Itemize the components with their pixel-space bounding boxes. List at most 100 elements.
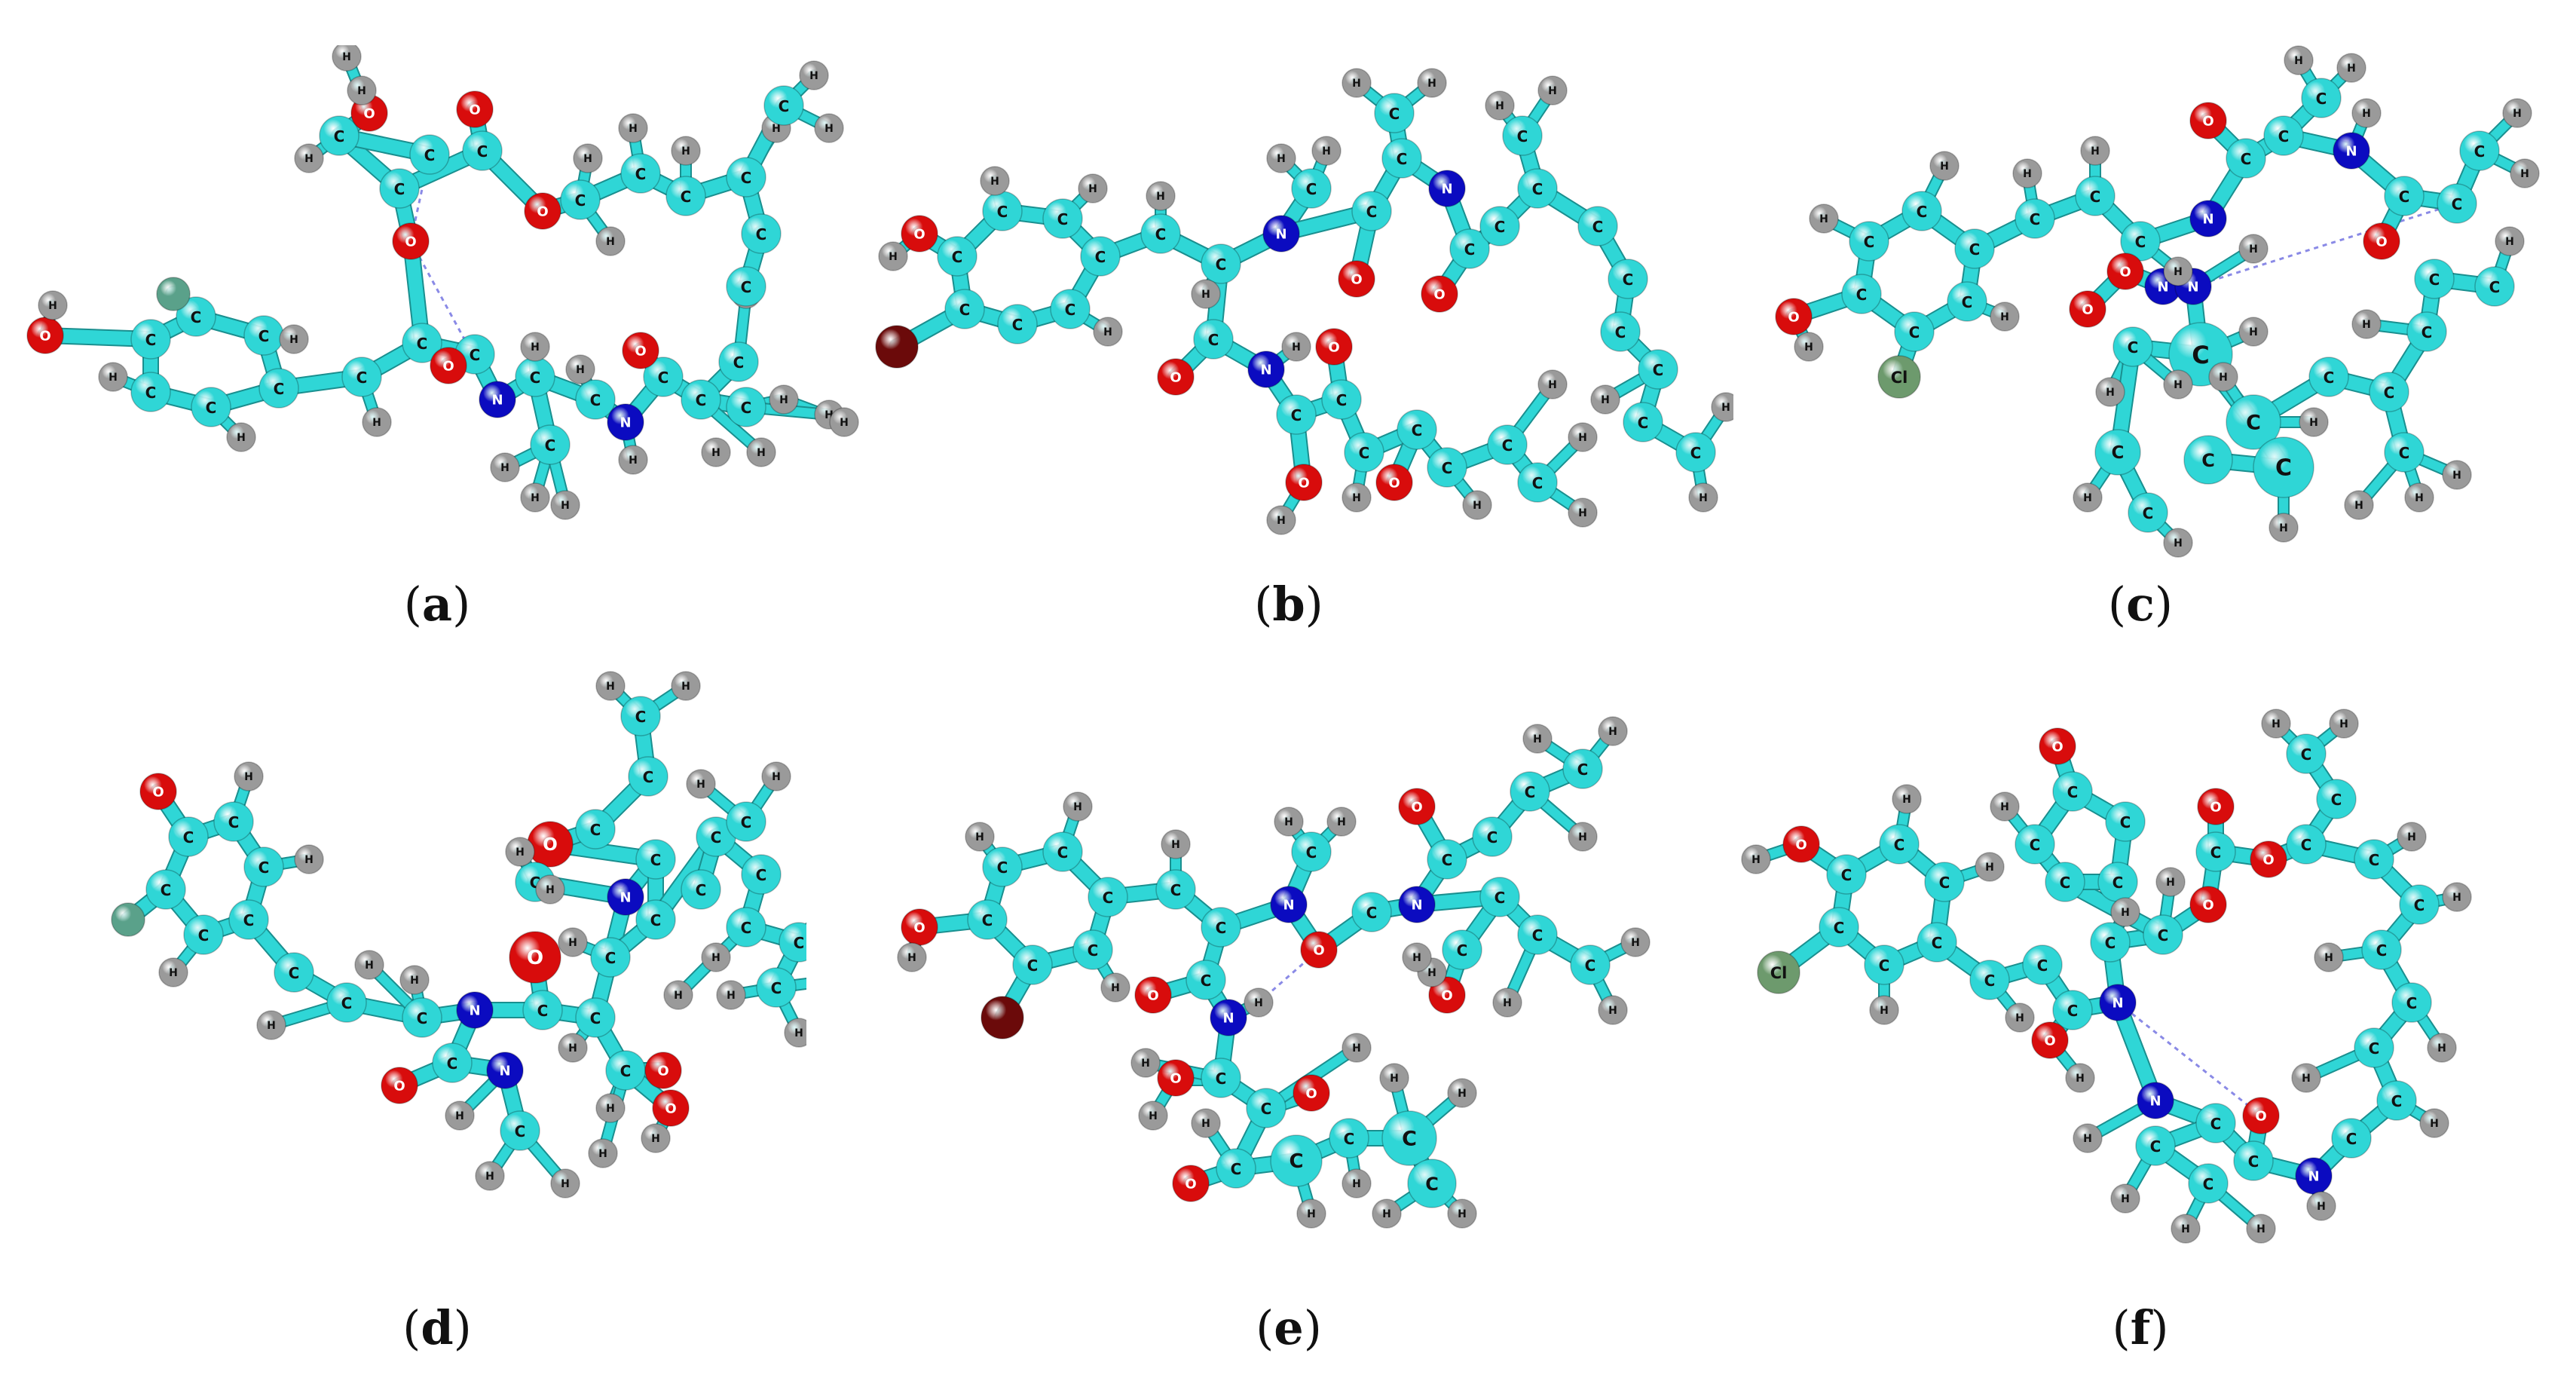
hydrogen-atom-label: H (1382, 1208, 1391, 1220)
oxygen-atom (509, 931, 561, 984)
hydrogen-atom-label: H (2407, 831, 2416, 843)
carbon-atom-label: C (635, 165, 647, 183)
carbon-atom-label: C (1289, 1150, 1303, 1173)
carbon-atom (2045, 862, 2085, 902)
carbon-atom (1201, 1058, 1241, 1098)
hydrogen-atom-label: H (48, 300, 57, 312)
nitrogen-atom (1398, 886, 1436, 923)
carbon-atom-label: C (1690, 444, 1702, 462)
carbon-atom (2015, 198, 2055, 239)
hydrogen-atom (671, 671, 701, 701)
hydrogen-atom-label: H (711, 447, 720, 459)
carbon-atom-label: C (1834, 919, 1845, 937)
hydrogen-atom (573, 143, 603, 173)
carbon-atom (2113, 326, 2153, 367)
hydrogen-atom (2510, 158, 2540, 188)
hydrogen-atom (1598, 995, 1628, 1025)
hydrogen-atom (2502, 98, 2532, 128)
oxygen-atom (644, 1052, 682, 1089)
carbon-atom-label: C (2150, 1137, 2161, 1156)
oxygen-atom (2039, 727, 2076, 765)
carbon-atom-label: C (2275, 455, 2292, 482)
carbon-atom-label: C (1027, 957, 1039, 975)
carbon-atom (575, 809, 616, 850)
caption-a-letter: a (421, 577, 453, 632)
oxygen-atom (430, 347, 467, 384)
carbon-atom (1826, 854, 1867, 895)
hydrogen-atom (1417, 68, 1447, 98)
carbon-atom-label: C (1856, 286, 1868, 304)
hydrogen-atom-label: H (889, 251, 898, 263)
carbon-atom (1351, 892, 1392, 932)
carbon-atom (341, 357, 382, 397)
hydrogen-atom-label: H (576, 364, 585, 376)
carbon-atom-label: C (2067, 783, 2079, 801)
caption-d-letter: d (421, 1300, 454, 1355)
hydrogen-atom-label: H (727, 990, 736, 1002)
carbon-atom-label: C (2210, 1115, 2222, 1133)
carbon-atom-label: C (2429, 271, 2440, 289)
hydrogen-atom (716, 980, 746, 1010)
carbon-atom (432, 1042, 473, 1083)
hydrogen-atom (1462, 490, 1492, 520)
hydrogen-atom (347, 75, 377, 106)
hydrogen-atom-label: H (840, 417, 849, 429)
hydrogen-atom (2419, 1108, 2449, 1138)
oxygen-atom (1338, 260, 1375, 298)
hydrogen-atom (1402, 942, 1432, 972)
carbon-atom-label: C (1088, 941, 1099, 960)
carbon-atom (2183, 435, 2233, 485)
hydrogen-atom-label: H (2249, 326, 2258, 338)
hydrogen-atom-label: H (2415, 492, 2424, 504)
carbon-atom (1510, 771, 1550, 812)
carbon-atom-label: C (477, 142, 488, 161)
carbon-atom (1570, 944, 1611, 985)
hydrogen-atom (2171, 1214, 2201, 1244)
hydrogen-atom-label: H (1533, 733, 1542, 745)
hydrogen-atom (1191, 1108, 1221, 1138)
hydrogen-atom (1100, 972, 1130, 1003)
carbon-atom-label: C (982, 911, 993, 929)
hydrogen-atom-label: H (2362, 108, 2371, 120)
carbon-atom (628, 756, 668, 797)
carbon-atom (1381, 138, 1422, 179)
hydrogen-atom-label: H (1578, 831, 1587, 843)
carbon-atom (681, 379, 721, 420)
carbon-atom (2263, 115, 2304, 156)
caption-d-open: ( (402, 1300, 421, 1355)
oxygen-atom (1782, 825, 1820, 863)
carbon-atom-label: C (447, 1055, 458, 1073)
hydrogen-atom (878, 241, 908, 271)
carbon-atom-label: C (145, 384, 157, 402)
carbon-atom-label: C (1397, 150, 1408, 168)
carbon-atom (243, 846, 284, 887)
hydrogen-atom-label: H (1171, 839, 1180, 851)
carbon-atom-label: C (1962, 293, 1973, 311)
hydrogen-atom-label: H (1548, 85, 1557, 97)
hydrogen-atom (399, 965, 430, 995)
nitrogen-atom-label: N (620, 415, 631, 431)
hydrogen-atom (256, 1010, 286, 1040)
oxygen-atom-label: O (39, 329, 50, 344)
hydrogen-atom (558, 1033, 588, 1063)
oxygen-atom-label: O (405, 234, 416, 250)
hydrogen-atom-label: H (825, 123, 834, 135)
carbon-atom-label: C (1231, 1160, 1242, 1178)
carbon-atom-label: C (590, 821, 601, 839)
carbon-atom (1608, 259, 1648, 299)
oxygen-atom (1375, 464, 1413, 501)
carbon-atom-label: C (2301, 836, 2312, 854)
oxygen-atom-label: O (1795, 837, 1807, 853)
carbon-atom-label: C (243, 911, 255, 929)
carbon-atom (779, 922, 806, 963)
hydrogen-atom-label: H (1578, 432, 1587, 444)
carbon-atom (590, 937, 631, 978)
hydrogen-atom (2344, 490, 2374, 520)
hydrogen-atom-label: H (365, 960, 374, 972)
carbon-atom (726, 387, 766, 427)
hydrogen-atom (1342, 1168, 1372, 1199)
hydrogen-atom (2495, 226, 2525, 256)
carbon-atom-label: C (228, 813, 240, 831)
carbon-atom (2369, 372, 2409, 412)
